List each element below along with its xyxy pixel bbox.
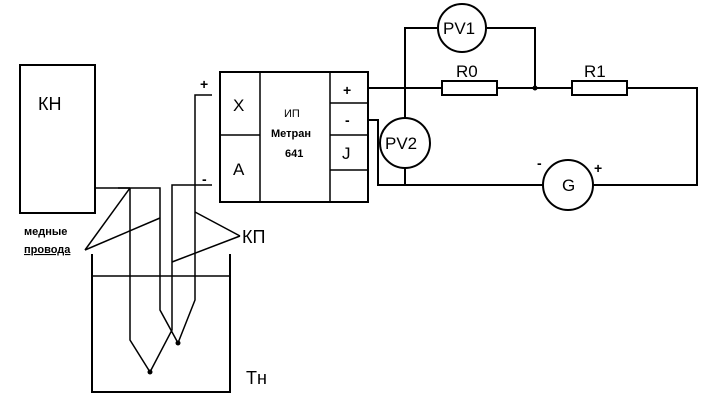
kp-label: КП [242,227,265,247]
r0-label: R0 [456,62,478,81]
junction-hot-2 [175,340,181,346]
galvanometer: G - + [537,155,602,211]
pv2-label: PV2 [385,134,417,153]
converter-label-ip: ИП [284,108,300,120]
node-r0-r1 [532,85,538,91]
galvanometer-plus: + [594,160,602,176]
galvanometer-label: G [562,176,575,195]
plus-input-sign: + [200,76,208,92]
r1-label: R1 [584,62,606,81]
copper-wires-label-1: медные [24,226,67,238]
copper-wires-annotation: медные провода [24,187,161,256]
kn-label: КН [38,94,61,114]
pv1-meter: PV1 [437,3,487,53]
input-a-label: A [233,160,245,179]
pv1-label: PV1 [443,19,475,38]
galvanometer-minus: - [537,155,542,171]
minus-input-sign: - [202,171,207,187]
converter-metran: X A ИП Метран 641 + - J [219,71,369,203]
tn-label: Тн [246,368,267,388]
output-current-label: J [342,144,351,163]
output-minus-label: - [345,112,350,128]
converter-label-641: 641 [285,148,303,160]
junction-hot-1 [147,369,153,375]
r0-resistor: R0 [441,62,498,96]
thermocouple [118,94,212,375]
r1-resistor: R1 [571,62,628,96]
input-x-label: X [233,96,244,115]
pv2-meter: PV2 [379,117,431,169]
kp-annotation: КП [171,211,265,263]
output-plus-label: + [343,82,351,98]
copper-wires-label-2: провода [24,244,71,256]
tn-vessel: Тн [91,254,267,393]
output-circuit [367,27,698,186]
kn-block: КН [19,64,96,214]
converter-label-metran: Метран [271,128,311,140]
